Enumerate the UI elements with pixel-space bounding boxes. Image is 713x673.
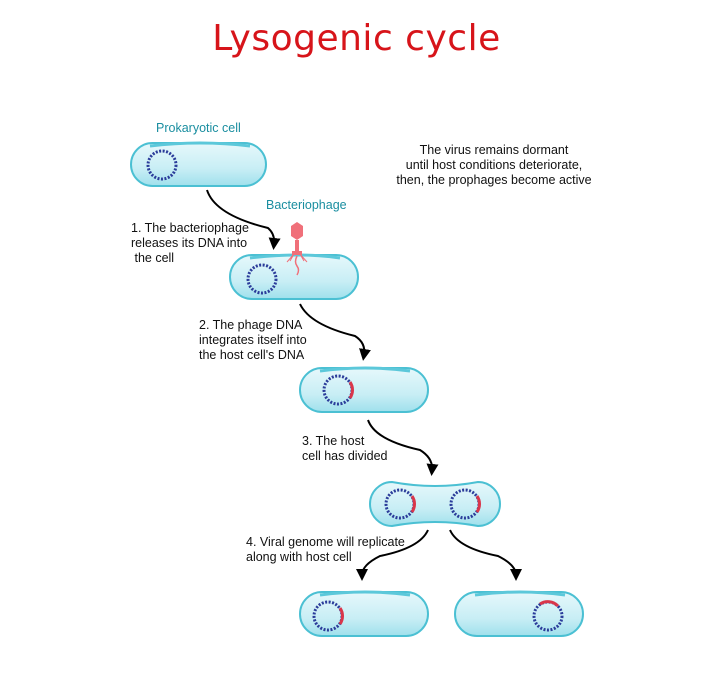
step-line: 2. The phage DNA xyxy=(199,318,303,332)
prokaryotic-cell xyxy=(130,141,267,187)
dividing-cell xyxy=(369,480,501,528)
arrow-step-2 xyxy=(299,303,371,361)
note-line: then, the prophages become active xyxy=(396,173,592,187)
daughter-cell-left xyxy=(299,590,429,637)
note-line: until host conditions deteriorate, xyxy=(405,158,583,172)
infected-cell xyxy=(229,253,359,300)
dna-plasmid xyxy=(146,149,178,181)
daughter-cell-right xyxy=(454,590,584,637)
note-line: The virus remains dormant xyxy=(419,143,569,157)
step-1-text: 1. The bacteriophage releases its DNA in… xyxy=(131,221,249,266)
step-3-text: 3. The host cell has divided xyxy=(302,434,387,464)
step-line: releases its DNA into xyxy=(131,236,248,250)
step-line: 3. The host xyxy=(302,434,365,448)
step-line: cell has divided xyxy=(302,449,388,463)
step-4-text: 4. Viral genome will replicate along wit… xyxy=(246,535,405,565)
diagram-title: Lysogenic cycle xyxy=(212,18,501,59)
dormancy-note: The virus remains dormant until host con… xyxy=(384,143,604,188)
step-line: 1. The bacteriophage xyxy=(131,221,249,235)
arrow-step-4-right xyxy=(449,529,522,581)
step-line: along with host cell xyxy=(246,550,352,564)
step-line: the host cell's DNA xyxy=(199,348,305,362)
prophage-segment xyxy=(348,381,355,399)
step-line: 4. Viral genome will replicate xyxy=(246,535,405,549)
bacteriophage-icon xyxy=(286,222,308,276)
step-2-text: 2. The phage DNA integrates itself into … xyxy=(199,318,307,363)
step-line: the cell xyxy=(131,251,175,265)
arrow-step-3 xyxy=(367,419,439,476)
integrated-cell xyxy=(299,366,429,413)
step-line: integrates itself into xyxy=(199,333,307,347)
prokaryotic-cell-label: Prokaryotic cell xyxy=(156,121,241,135)
arrow-step-1 xyxy=(206,189,281,250)
injected-dna xyxy=(294,255,300,276)
arrow-step-4-left xyxy=(356,529,429,581)
bacteriophage-label: Bacteriophage xyxy=(266,198,347,212)
